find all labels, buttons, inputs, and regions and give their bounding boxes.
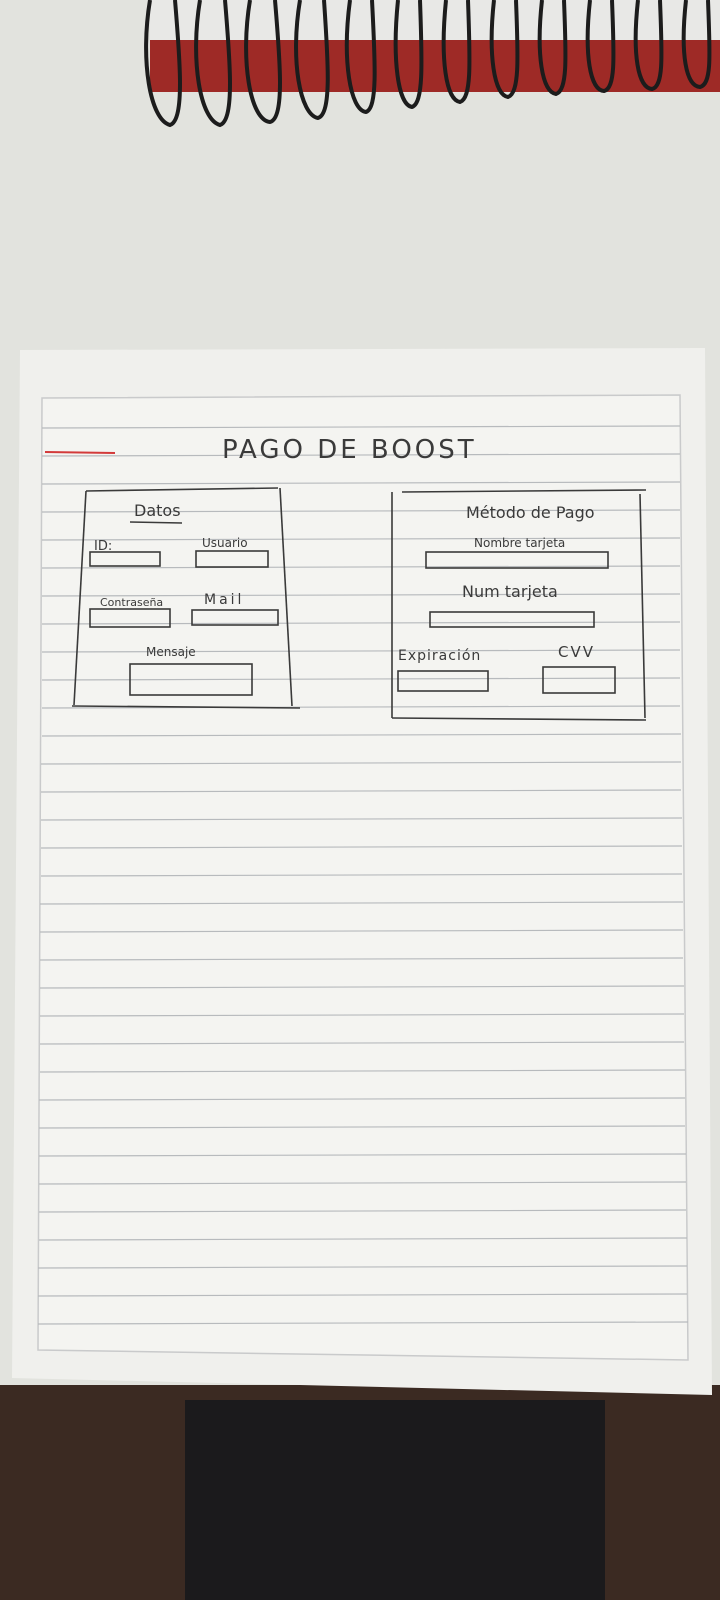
label-mail: Mail — [204, 592, 244, 608]
input-usuario-sketch — [195, 550, 269, 568]
left-panel: Datos ID: Usuario Contraseña Mail Mensaj… — [71, 487, 301, 709]
label-mensaje: Mensaje — [146, 645, 196, 659]
sketch-title: PAGO DE BOOST — [222, 435, 477, 465]
label-cvv: CVV — [558, 643, 595, 661]
wireframe-sketch: PAGO DE BOOST Datos ID: Usuario Contrase… — [71, 435, 647, 721]
right-panel-heading: Método de Pago — [466, 503, 595, 522]
input-nombre-tarjeta-sketch — [425, 551, 609, 569]
red-margin-mark — [44, 451, 116, 454]
right-panel: Método de Pago Nombre tarjeta Num tarjet… — [391, 489, 647, 721]
input-id-sketch — [89, 551, 161, 567]
input-num-tarjeta-sketch — [429, 611, 595, 628]
label-id: ID: — [94, 539, 112, 554]
notebook-paper — [12, 348, 712, 1395]
input-cvv-sketch — [542, 666, 616, 694]
label-contrasena: Contraseña — [100, 596, 163, 609]
label-num-tarjeta: Num tarjeta — [462, 582, 558, 601]
left-panel-heading: Datos — [134, 501, 181, 520]
input-contrasena-sketch — [89, 608, 171, 628]
label-usuario: Usuario — [202, 536, 248, 550]
spiral-binder — [144, 0, 720, 128]
input-expiracion-sketch — [397, 670, 489, 692]
label-expiracion: Expiración — [398, 648, 481, 664]
input-mail-sketch — [191, 609, 279, 626]
label-nombre-tarjeta: Nombre tarjeta — [474, 536, 565, 550]
dark-object — [185, 1400, 605, 1600]
textarea-mensaje-sketch — [129, 663, 253, 696]
